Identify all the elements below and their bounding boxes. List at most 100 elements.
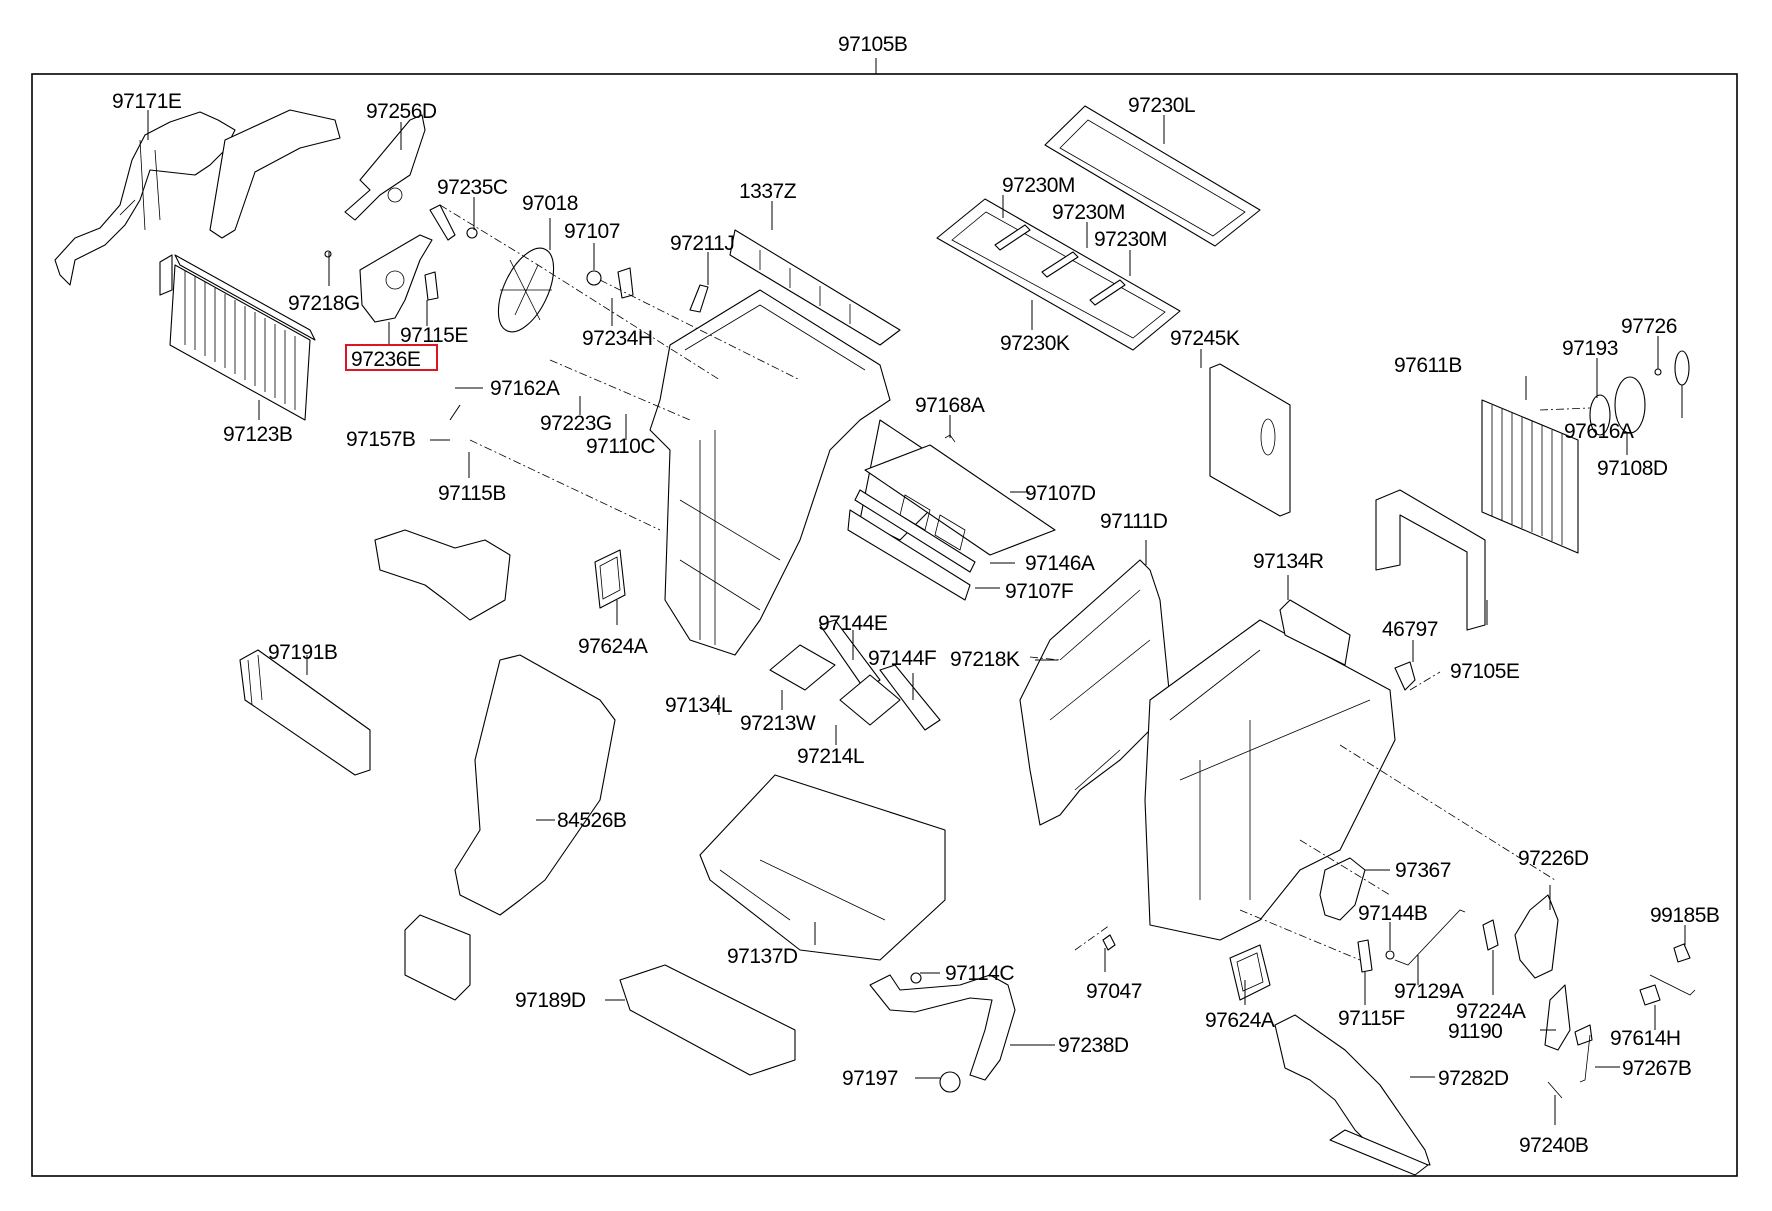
assembly-frame (31, 73, 1738, 1177)
part-label-97193[interactable]: 97193 (1562, 337, 1618, 360)
case-97134R-drawing (1144, 619, 1396, 941)
case-97111D-drawing (1019, 559, 1171, 826)
part-label-97235C[interactable]: 97235C (437, 176, 508, 199)
part-label-97105E[interactable]: 97105E (1450, 660, 1520, 683)
seal-97624A-drawing (594, 549, 626, 609)
actuator-bracket-drawing (344, 114, 426, 221)
seal-97367-drawing (1319, 857, 1366, 921)
part-label-97236E[interactable]: 97236E (351, 348, 421, 371)
assembly-label[interactable]: 97105B (838, 33, 908, 56)
part-label-97123B[interactable]: 97123B (223, 423, 293, 446)
part-label-97224A[interactable]: 97224A (1456, 1000, 1526, 1023)
seal-97616A-drawing (1674, 350, 1690, 386)
part-label-97230M-3[interactable]: 97230M (1094, 228, 1167, 251)
part-label-97267B[interactable]: 97267B (1622, 1057, 1692, 1080)
part-label-97245K[interactable]: 97245K (1170, 327, 1240, 350)
clip-46797-drawing (1394, 661, 1416, 691)
part-label-97218K[interactable]: 97218K (950, 648, 1020, 671)
part-label-97144E[interactable]: 97144E (818, 612, 888, 635)
sensor-97614H-drawing (1639, 984, 1661, 1006)
part-label-97107F[interactable]: 97107F (1005, 580, 1074, 603)
tray-97189D-drawing (619, 964, 796, 1076)
part-label-97146A[interactable]: 97146A (1025, 552, 1095, 575)
part-label-97137D[interactable]: 97137D (727, 945, 798, 968)
part-label-97726[interactable]: 97726 (1621, 315, 1677, 338)
part-label-97107D[interactable]: 97107D (1025, 482, 1096, 505)
filter-97230K-drawing (936, 198, 1181, 351)
part-label-97134L[interactable]: 97134L (665, 694, 733, 717)
part-label-97157B[interactable]: 97157B (346, 428, 416, 451)
part-label-97144F[interactable]: 97144F (868, 647, 937, 670)
part-label-97162A[interactable]: 97162A (490, 377, 560, 400)
part-label-97230M-2[interactable]: 97230M (1052, 201, 1125, 224)
part-label-97144B[interactable]: 97144B (1358, 902, 1428, 925)
nut-97235C-drawing (466, 227, 478, 239)
part-label-97134R[interactable]: 97134R (1253, 550, 1324, 573)
part-label-97189D[interactable]: 97189D (515, 989, 586, 1012)
part-label-97624A-2[interactable]: 97624A (1205, 1009, 1275, 1032)
part-label-97018[interactable]: 97018 (522, 192, 578, 215)
door-97214L-drawing (839, 674, 901, 726)
part-label-91190[interactable]: 91190 (1448, 1020, 1503, 1043)
pin-97240B-drawing (1547, 1081, 1563, 1099)
part-label-97226D[interactable]: 97226D (1518, 847, 1589, 870)
part-label-97240B[interactable]: 97240B (1519, 1134, 1589, 1157)
part-label-97115E[interactable]: 97115E (400, 324, 469, 347)
gasket-97193-drawing (1589, 394, 1611, 436)
filter-frame-97230L-drawing (1044, 105, 1261, 247)
part-label-97230M-1[interactable]: 97230M (1002, 174, 1075, 197)
lever-97235C-drawing (429, 204, 456, 241)
part-label-97611B[interactable]: 97611B (1394, 354, 1462, 377)
part-label-97168A[interactable]: 97168A (915, 394, 985, 417)
part-label-97230K[interactable]: 97230K (1000, 332, 1070, 355)
tray-97137D-drawing (699, 774, 946, 961)
part-label-1337Z[interactable]: 1337Z (739, 180, 797, 203)
part-label-97614H[interactable]: 97614H (1610, 1027, 1681, 1050)
door-97144F-drawing (879, 664, 941, 731)
gasket-97108D-drawing (1614, 376, 1646, 434)
actuator-97226D-drawing (1514, 894, 1559, 979)
part-label-97115B[interactable]: 97115B (438, 482, 506, 505)
part-label-84526B[interactable]: 84526B (557, 809, 627, 832)
part-label-97047[interactable]: 97047 (1086, 980, 1142, 1003)
part-label-97111D[interactable]: 97111D (1100, 510, 1168, 533)
assembly-guide-lines (439, 204, 1591, 961)
part-label-97171E[interactable]: 97171E (112, 90, 182, 113)
lever-97234H-drawing (617, 267, 634, 299)
part-label-97211J[interactable]: 97211J (670, 232, 735, 255)
screw-97218G-drawing (324, 250, 332, 258)
part-label-97238D[interactable]: 97238D (1058, 1034, 1129, 1057)
doors-drawing (847, 444, 1056, 601)
rod-97129A-drawing (1394, 909, 1466, 966)
gear-97018-drawing (497, 247, 555, 333)
door-97213W-drawing (769, 644, 836, 691)
part-label-97213W[interactable]: 97213W (740, 712, 816, 735)
part-label-46797[interactable]: 46797 (1382, 618, 1438, 641)
part-label-97197[interactable]: 97197 (842, 1067, 898, 1090)
part-label-97214L[interactable]: 97214L (797, 745, 865, 768)
part-label-97129A[interactable]: 97129A (1394, 980, 1464, 1003)
part-label-97624A-1[interactable]: 97624A (578, 635, 648, 658)
part-label-97218G[interactable]: 97218G (288, 292, 360, 315)
part-label-97110C[interactable]: 97110C (586, 435, 656, 458)
evaporator-97611B-drawing (1481, 399, 1579, 554)
part-label-97114C[interactable]: 97114C (945, 962, 1015, 985)
hose-97238D-drawing (869, 974, 1016, 1081)
vent-rail-1337Z-drawing (729, 229, 901, 346)
part-label-97107[interactable]: 97107 (564, 220, 620, 243)
clip-97047-drawing (1102, 934, 1116, 951)
part-label-97367[interactable]: 97367 (1395, 859, 1451, 882)
part-label-97616A[interactable]: 97616A (1564, 420, 1634, 443)
part-label-97115F[interactable]: 97115F (1338, 1007, 1405, 1030)
part-label-97191B[interactable]: 97191B (268, 641, 338, 664)
part-label-97108D[interactable]: 97108D (1597, 457, 1668, 480)
part-label-97230L[interactable]: 97230L (1128, 94, 1196, 117)
part-label-97234H[interactable]: 97234H (582, 327, 653, 350)
part-label-97282D[interactable]: 97282D (1438, 1067, 1509, 1090)
part-label-99185B[interactable]: 99185B (1650, 904, 1720, 927)
part-label-97256D[interactable]: 97256D (366, 100, 437, 123)
connector-97267B-drawing (1574, 1024, 1593, 1046)
part-label-97223G[interactable]: 97223G (540, 412, 612, 435)
intake-duct-drawing (374, 529, 511, 621)
